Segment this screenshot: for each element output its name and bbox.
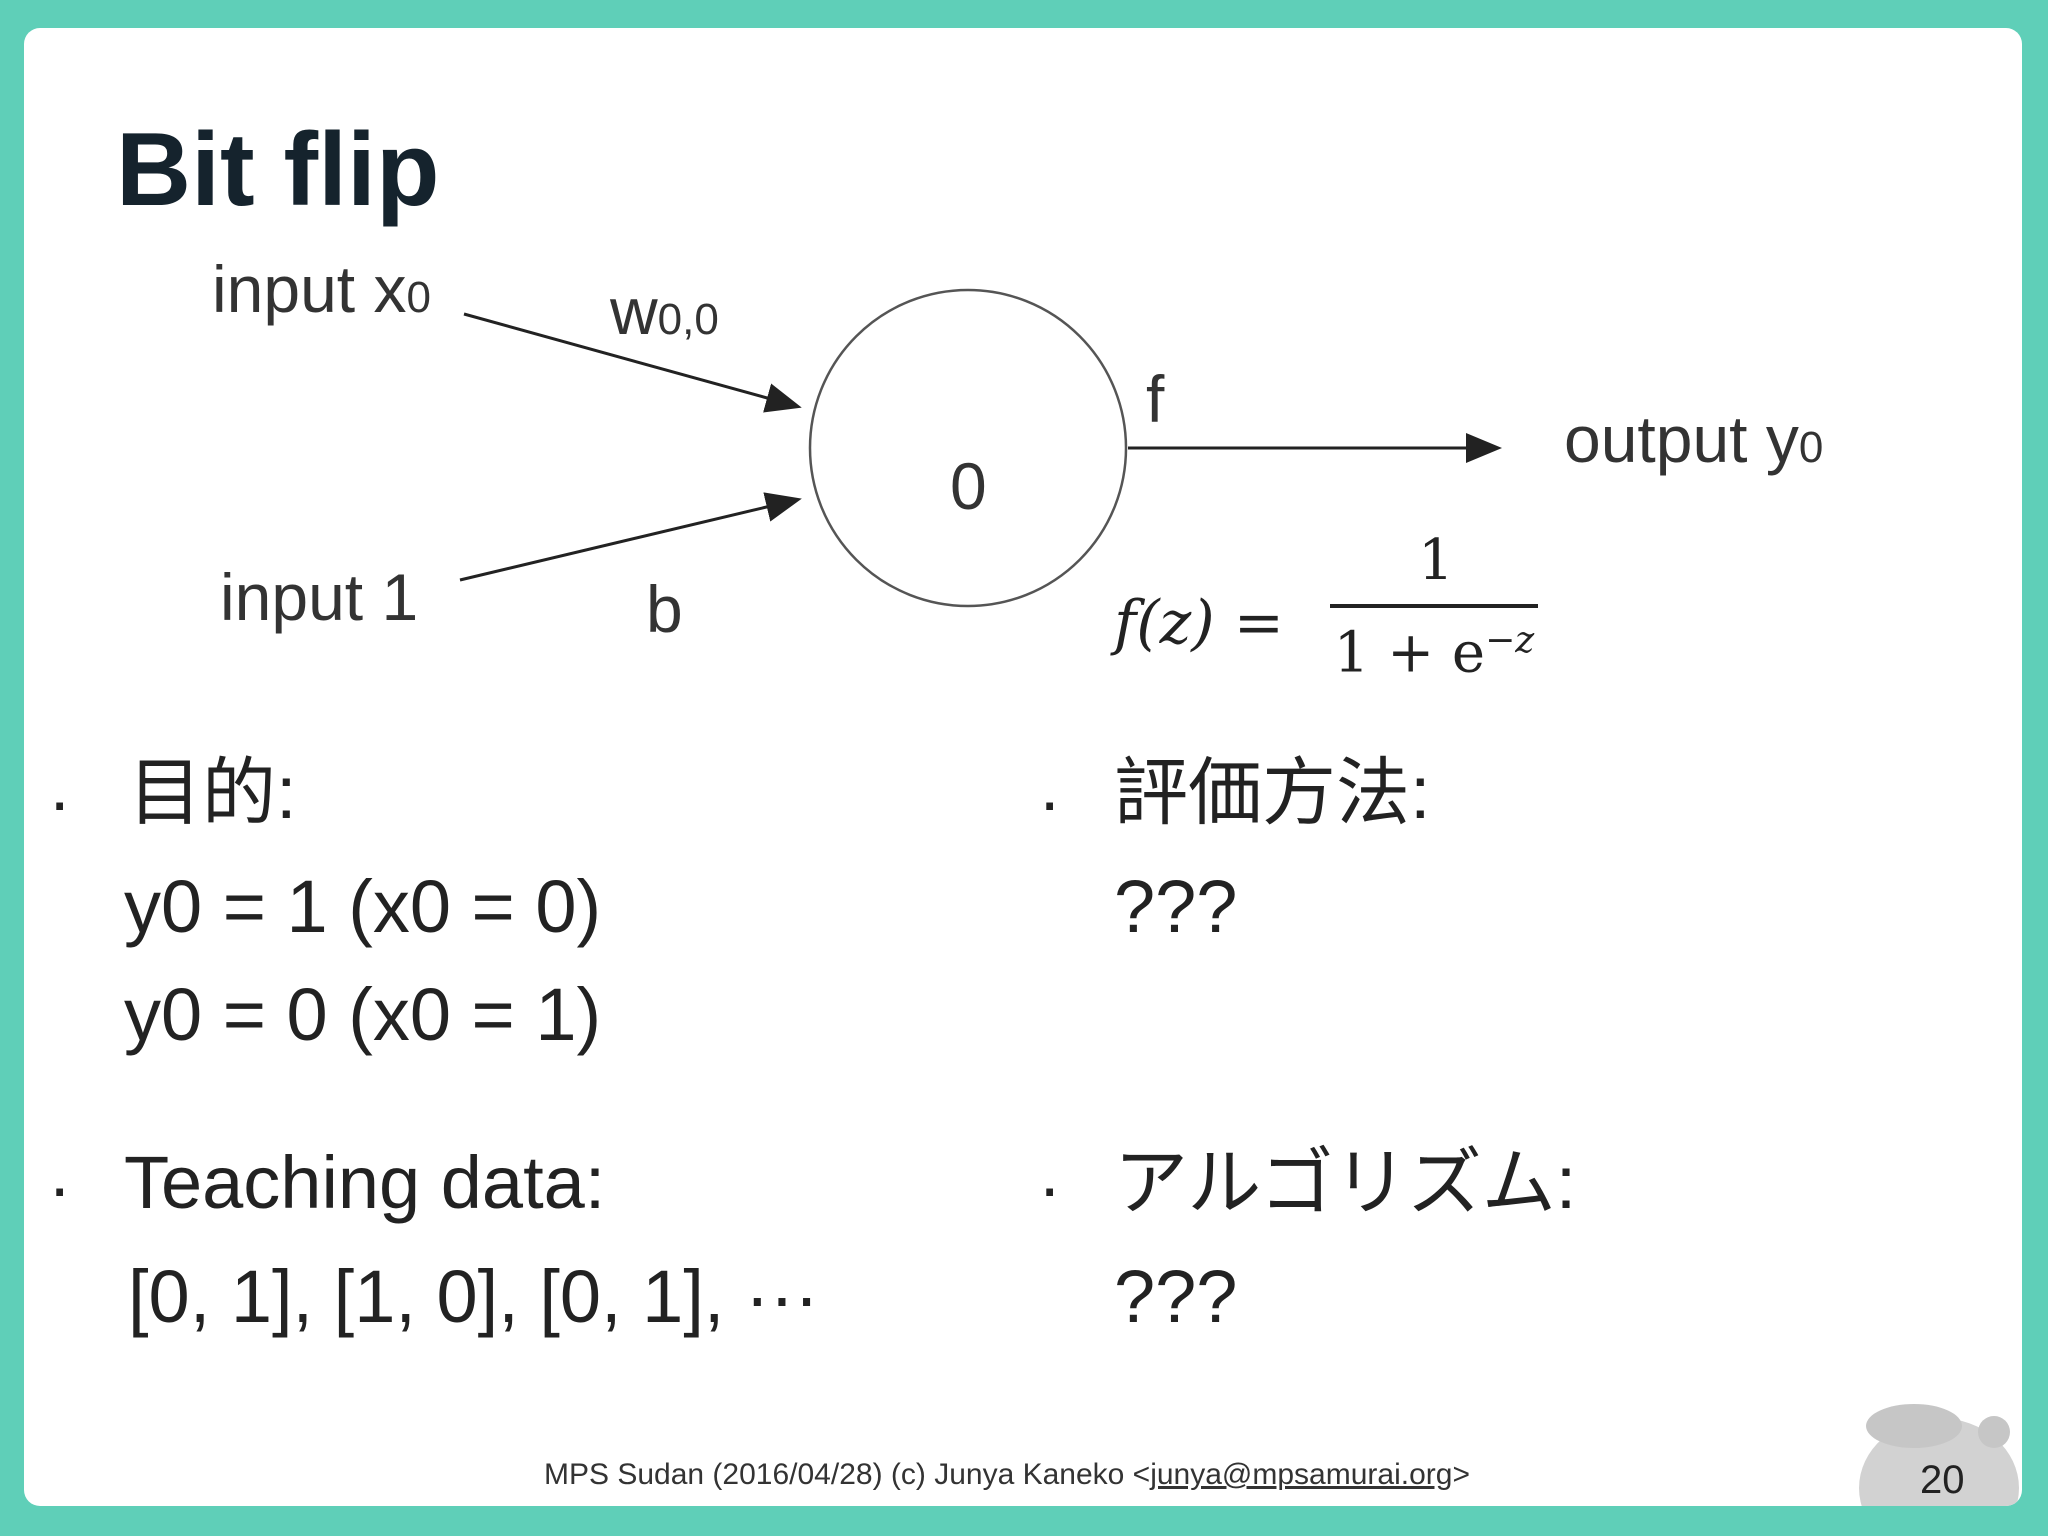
formula-fraction-bar — [1330, 604, 1538, 608]
algo-heading: アルゴリズム: — [1114, 1141, 1577, 1224]
input-x0-arrow — [463, 312, 802, 413]
teaching-values: [0, 1], [1, 0], [0, 1], ··· — [128, 1255, 819, 1338]
eval-heading: 評価方法: — [1114, 751, 1431, 834]
slide-title: Bit flip — [116, 112, 440, 228]
slide: Bit flip input x0 w0,0 input 1 b 0 f out… — [24, 28, 2022, 1506]
bullet-algo: · — [1038, 1148, 1062, 1226]
algo-value: ??? — [1114, 1255, 1238, 1338]
weight-label: w0,0 — [610, 274, 719, 348]
activation-label: f — [1146, 362, 1165, 436]
output-y0-label: output y0 — [1564, 402, 1824, 476]
formula-numerator: 1 — [1418, 528, 1454, 593]
neuron-diagram — [459, 288, 1502, 608]
page-number: 20 — [1920, 1458, 1965, 1502]
eval-value: ??? — [1114, 865, 1238, 948]
mascot-icon — [1859, 1404, 2019, 1506]
teaching-heading: Teaching data: — [124, 1141, 606, 1224]
bullet-eval: · — [1038, 762, 1062, 840]
input-1-label: input 1 — [220, 560, 419, 634]
formula-lhs: f(z) = — [1114, 588, 1284, 658]
formula-denominator: 1 + e−z — [1333, 620, 1535, 686]
bias-label: b — [646, 572, 683, 646]
goal-heading: 目的: — [128, 751, 297, 834]
neuron-node — [808, 288, 1128, 608]
neuron-value: 0 — [950, 449, 987, 523]
goal-line-2: y0 = 0 (x0 = 1) — [124, 973, 602, 1056]
goal-line-1: y0 = 1 (x0 = 0) — [124, 865, 602, 948]
input-x0-label: input x0 — [212, 252, 431, 326]
bullet-goal: · — [48, 762, 72, 840]
footer-credit: MPS Sudan (2016/04/28) (c) Junya Kaneko … — [544, 1458, 1470, 1491]
bullet-teaching: · — [48, 1148, 72, 1226]
input-1-arrow — [459, 492, 802, 582]
footer-email-link[interactable]: junya@mpsamurai.org — [1150, 1458, 1453, 1491]
